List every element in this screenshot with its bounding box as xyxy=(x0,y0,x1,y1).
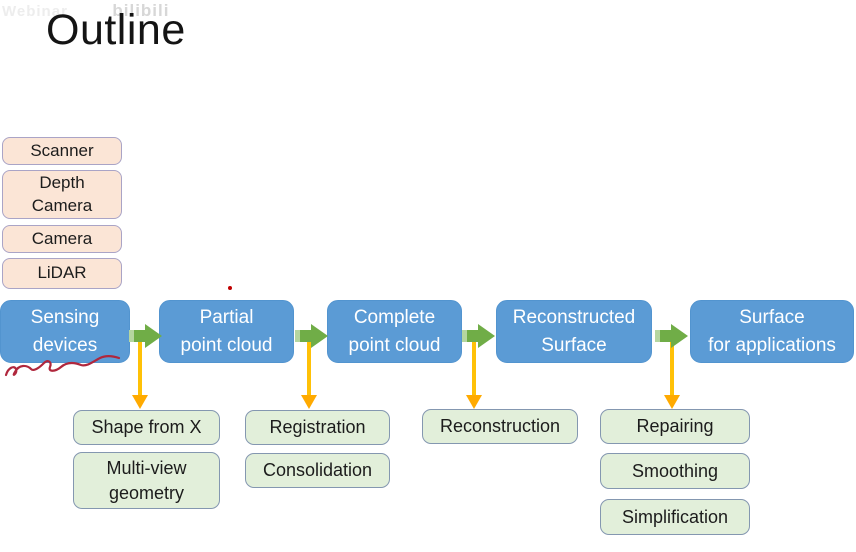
red-squiggle-annotation xyxy=(4,355,121,377)
sensor-box-lidar: LiDAR xyxy=(2,258,122,289)
sensor-box-scanner: Scanner xyxy=(2,137,122,165)
method-box-simplification: Simplification xyxy=(600,499,750,535)
down-arrow-icon xyxy=(664,338,680,409)
flow-arrow-icon xyxy=(655,324,688,348)
watermark: Webinar bilibili xyxy=(2,1,169,21)
pipeline-box-sensing-devices: Sensing devices xyxy=(0,300,130,363)
method-box-shape-from-x: Shape from X xyxy=(73,410,220,445)
sensor-box-depth-camera: Depth Camera xyxy=(2,170,122,219)
method-box-smoothing: Smoothing xyxy=(600,453,750,489)
pipeline-box-reconstructed-surface: Reconstructed Surface xyxy=(496,300,652,363)
method-box-repairing: Repairing xyxy=(600,409,750,444)
page-title: Outline xyxy=(46,6,186,54)
method-box-reconstruction: Reconstruction xyxy=(422,409,578,444)
down-arrow-icon xyxy=(301,338,317,409)
method-box-multi-view-geometry: Multi-view geometry xyxy=(73,452,220,509)
down-arrow-icon xyxy=(466,338,482,409)
flow-arrow-icon xyxy=(295,324,328,348)
pipeline-box-surface-for-applications: Surface for applications xyxy=(690,300,854,363)
sensor-box-camera: Camera xyxy=(2,225,122,253)
method-box-consolidation: Consolidation xyxy=(245,453,390,488)
watermark-webinar-text: Webinar xyxy=(2,3,68,20)
method-box-registration: Registration xyxy=(245,410,390,445)
flow-arrow-icon xyxy=(462,324,495,348)
red-dot-annotation xyxy=(228,286,232,290)
bilibili-logo: bilibili xyxy=(112,1,170,20)
pipeline-box-partial-point-cloud: Partial point cloud xyxy=(159,300,294,363)
flow-arrow-icon xyxy=(129,324,162,348)
down-arrow-icon xyxy=(132,338,148,409)
pipeline-box-complete-point-cloud: Complete point cloud xyxy=(327,300,462,363)
